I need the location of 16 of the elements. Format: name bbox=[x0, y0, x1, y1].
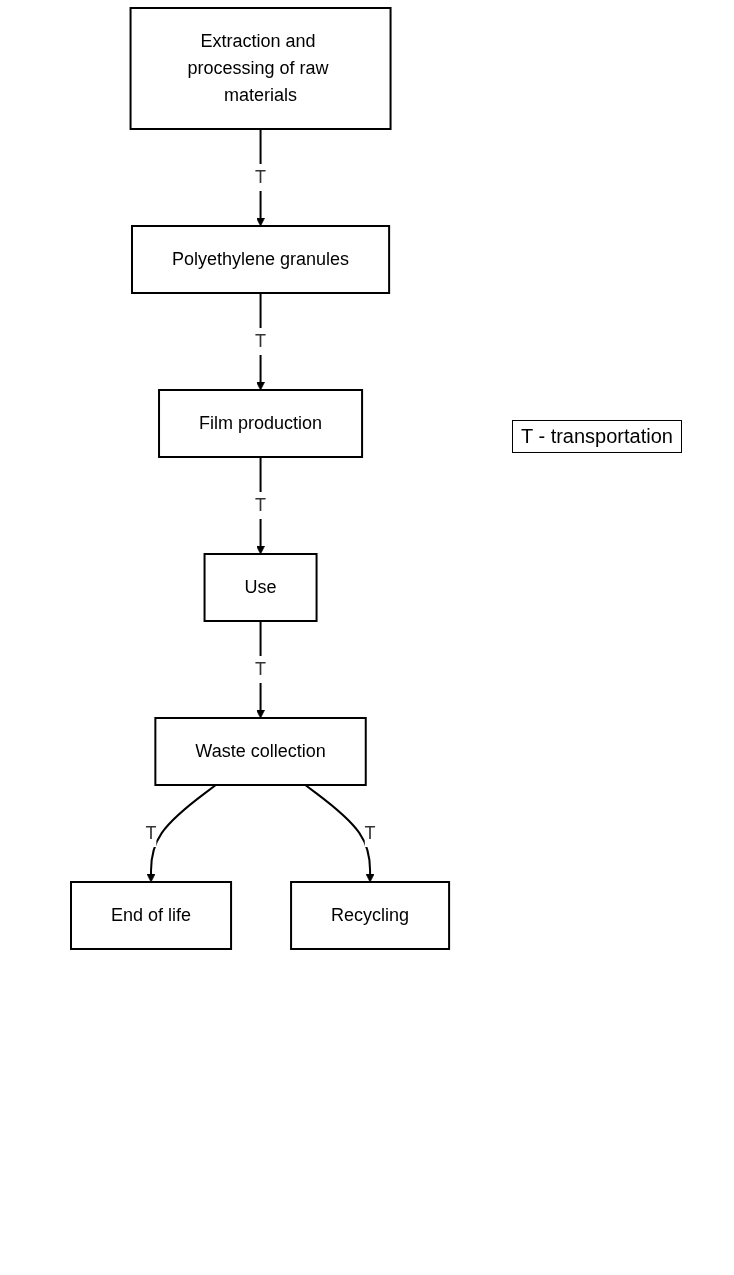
arrow bbox=[146, 784, 217, 883]
edge-label: T bbox=[255, 331, 267, 351]
edge-label: T bbox=[145, 823, 157, 843]
node-box: Waste collection bbox=[154, 717, 367, 786]
node-box: Film production bbox=[158, 389, 364, 458]
edge-label: T bbox=[255, 659, 267, 679]
node-box: Use bbox=[203, 553, 318, 622]
node-box: Polyethylene granules bbox=[130, 225, 391, 294]
edge-label: T bbox=[255, 495, 267, 515]
node-box: Extraction and processing of raw materials bbox=[129, 7, 392, 130]
edge-label: T bbox=[364, 823, 376, 843]
edge-label: T bbox=[255, 167, 267, 187]
arrow bbox=[304, 784, 375, 883]
node-box: End of life bbox=[69, 881, 232, 950]
node-box: Recycling bbox=[290, 881, 451, 950]
note: T - transportation bbox=[512, 420, 682, 453]
